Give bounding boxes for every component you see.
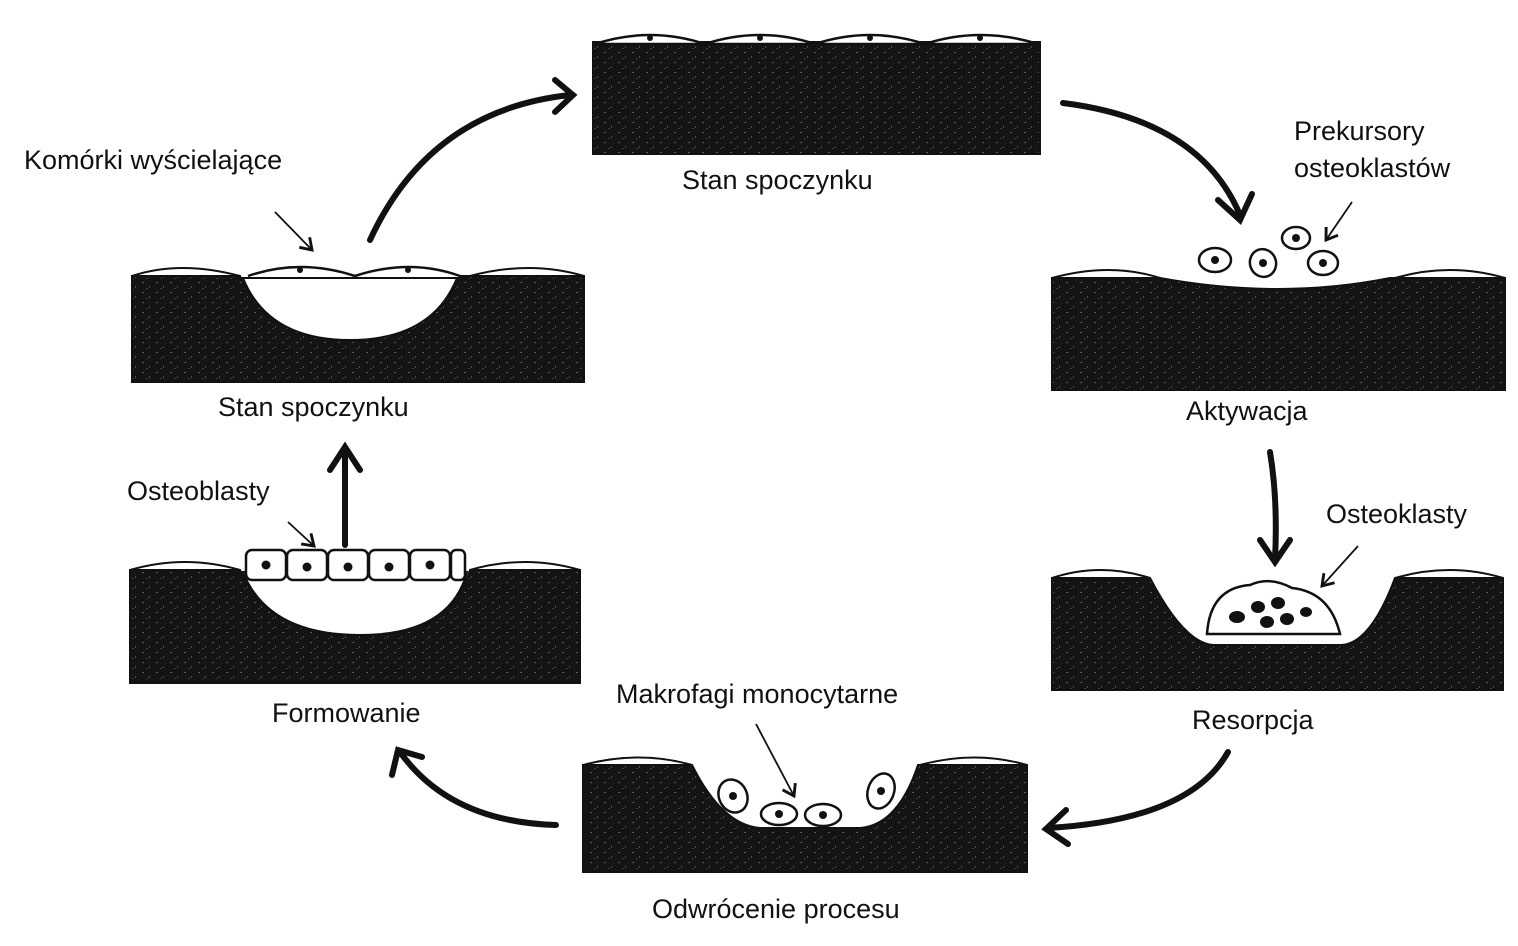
label-resorption: Resorpcja: [1192, 705, 1314, 736]
label-osteoblasts: Osteoblasty: [127, 476, 270, 507]
arrow-reversal-to-formation: [400, 752, 556, 825]
label-rest-left: Stan spoczynku: [218, 392, 409, 423]
label-reversal: Odwrócenie procesu: [652, 894, 900, 925]
label-osteoclasts: Osteoklasty: [1326, 499, 1467, 530]
resorption-block: [1052, 546, 1503, 690]
rest-state-left-block: [132, 212, 584, 382]
label-macrophages: Makrofagi monocytarne: [616, 679, 898, 710]
label-activation: Aktywacja: [1186, 396, 1308, 427]
reversal-block: [583, 724, 1027, 872]
arrow-rest-to-top: [370, 95, 570, 240]
rest-state-top-block: [593, 35, 1040, 154]
arrow-resorption-to-reversal: [1048, 752, 1228, 828]
arrow-activation-to-resorption: [1270, 452, 1276, 560]
activation-block: [1052, 202, 1505, 390]
arrow-top-to-activation: [1063, 103, 1240, 215]
label-rest-top: Stan spoczynku: [682, 165, 873, 196]
label-formation: Formowanie: [272, 698, 421, 729]
osteoblast-row: [246, 550, 465, 580]
formation-block: [130, 522, 580, 683]
label-precursors-line1: Prekursory: [1294, 116, 1425, 147]
label-lining-cells: Komórki wyścielające: [24, 145, 282, 176]
label-precursors-line2: osteoklastów: [1294, 153, 1450, 184]
